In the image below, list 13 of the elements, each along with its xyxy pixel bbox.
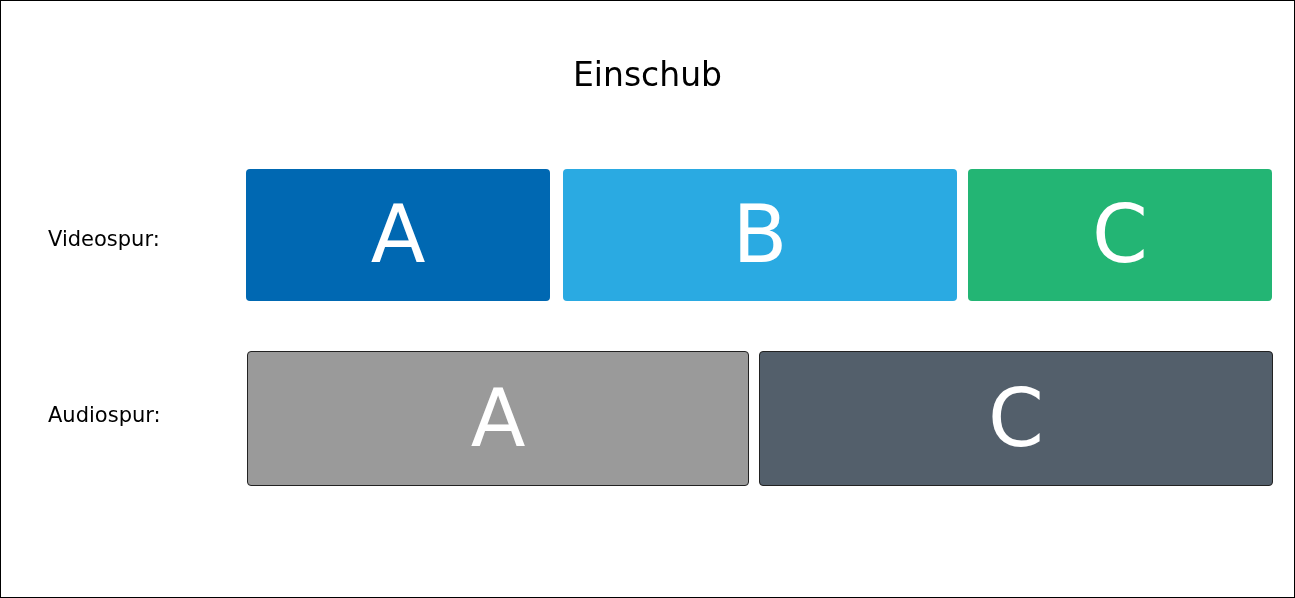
clip-letter: A [370, 195, 426, 275]
clip-letter: C [1092, 195, 1148, 275]
diagram-title: Einschub [571, 55, 724, 94]
track-label: Audiospur: [48, 403, 161, 427]
clip-letter: C [988, 378, 1044, 459]
clip-letter: A [470, 378, 526, 459]
clip-block [246, 169, 550, 301]
clip-letter: B [732, 195, 788, 275]
track-label: Videospur: [48, 227, 160, 251]
clip-block [968, 169, 1272, 301]
clip-block [247, 351, 749, 486]
clip-block [563, 169, 957, 301]
clip-block [759, 351, 1273, 486]
